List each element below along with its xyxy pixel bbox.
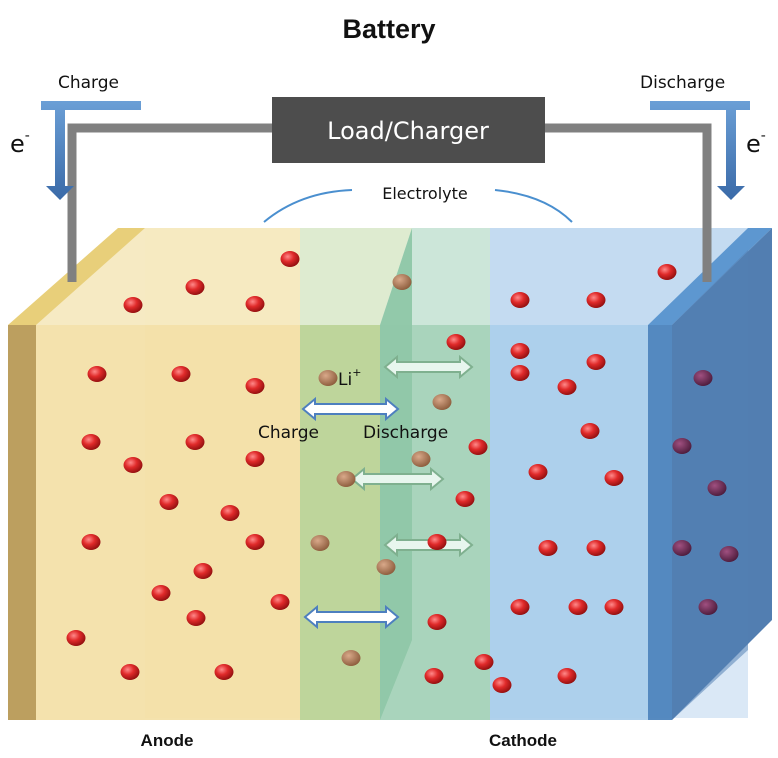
lithium-ion	[427, 534, 447, 550]
lithium-ion	[510, 365, 530, 381]
lithium-ion	[87, 366, 107, 382]
electrolyte-arc-right	[494, 189, 573, 223]
lithium-ion	[185, 279, 205, 295]
lithium-ion	[468, 439, 488, 455]
cathode-plate-front	[648, 325, 672, 720]
lithium-ion	[657, 264, 677, 280]
lithium-ion	[492, 677, 512, 693]
lithium-ion	[81, 534, 101, 550]
li-ion-label: Li+	[338, 366, 361, 390]
lithium-ion	[604, 470, 624, 486]
electron-left: e-	[10, 128, 30, 158]
lithium-ion	[707, 480, 727, 496]
ion-arrows	[301, 354, 474, 630]
lithium-ion	[557, 379, 577, 395]
lithium-ion	[66, 630, 86, 646]
lithium-ion	[455, 491, 475, 507]
lithium-ion	[310, 535, 330, 551]
lithium-ions	[66, 251, 739, 693]
lithium-ion	[245, 534, 265, 550]
lithium-ion	[446, 334, 466, 350]
electron-right: e-	[746, 128, 766, 158]
lithium-ion	[580, 423, 600, 439]
lithium-ion	[672, 540, 692, 556]
lithium-ion	[318, 370, 338, 386]
lithium-ion	[392, 274, 412, 290]
lithium-ion	[538, 540, 558, 556]
wire-left	[67, 123, 272, 282]
lithium-ion	[341, 650, 361, 666]
load-charger-box	[272, 97, 545, 163]
lithium-ion	[424, 668, 444, 684]
lithium-ion	[186, 610, 206, 626]
lithium-ion	[245, 451, 265, 467]
discharge-label: Discharge	[640, 73, 725, 93]
lithium-ion	[411, 451, 431, 467]
lithium-ion	[474, 654, 494, 670]
cathode-label: Cathode	[489, 731, 557, 750]
lithium-ion	[586, 292, 606, 308]
electrolyte-label: Electrolyte	[382, 184, 468, 203]
charge-arrow	[41, 101, 141, 200]
lithium-ion	[510, 343, 530, 359]
ion-double-arrow	[383, 354, 474, 380]
electrolyte-top-face	[300, 228, 412, 325]
lithium-ion	[120, 664, 140, 680]
load-charger-label: Load/Charger	[327, 117, 489, 145]
lithium-ion	[280, 251, 300, 267]
anode-label: Anode	[141, 731, 194, 750]
ion-double-arrow	[303, 604, 400, 630]
lithium-ion	[510, 292, 530, 308]
wire-right	[545, 123, 712, 282]
lithium-ion	[510, 599, 530, 615]
lithium-ion	[159, 494, 179, 510]
lithium-ion	[151, 585, 171, 601]
lithium-ion	[672, 438, 692, 454]
discharge-arrow	[650, 101, 750, 200]
lithium-ion	[568, 599, 588, 615]
lithium-ion	[557, 668, 577, 684]
lithium-ion	[693, 370, 713, 386]
lithium-ion	[123, 297, 143, 313]
charge-label: Charge	[58, 73, 119, 93]
lithium-ion	[185, 434, 205, 450]
lithium-ion	[270, 594, 290, 610]
lithium-ion	[245, 296, 265, 312]
lithium-ion	[376, 559, 396, 575]
electrolyte-arc-left	[263, 189, 353, 223]
diagram-title: Battery	[342, 14, 435, 44]
ion-discharge-label: Discharge	[363, 423, 448, 443]
lithium-ion	[123, 457, 143, 473]
ion-double-arrow	[301, 396, 400, 422]
electrolyte-region	[300, 325, 380, 720]
separator-front	[380, 325, 490, 720]
lithium-ion	[427, 614, 447, 630]
lithium-ion	[193, 563, 213, 579]
lithium-ion	[719, 546, 739, 562]
ion-double-arrow	[350, 466, 445, 492]
lithium-ion	[698, 599, 718, 615]
lithium-ion	[81, 434, 101, 450]
lithium-ion	[214, 664, 234, 680]
anode-plate-front	[8, 325, 36, 720]
lithium-ion	[586, 540, 606, 556]
lithium-ion	[245, 378, 265, 394]
lithium-ion	[432, 394, 452, 410]
lithium-ion	[220, 505, 240, 521]
lithium-ion	[171, 366, 191, 382]
lithium-ion	[528, 464, 548, 480]
lithium-ion	[604, 599, 624, 615]
lithium-ion	[586, 354, 606, 370]
ion-charge-label: Charge	[258, 423, 319, 443]
lithium-ion	[336, 471, 356, 487]
